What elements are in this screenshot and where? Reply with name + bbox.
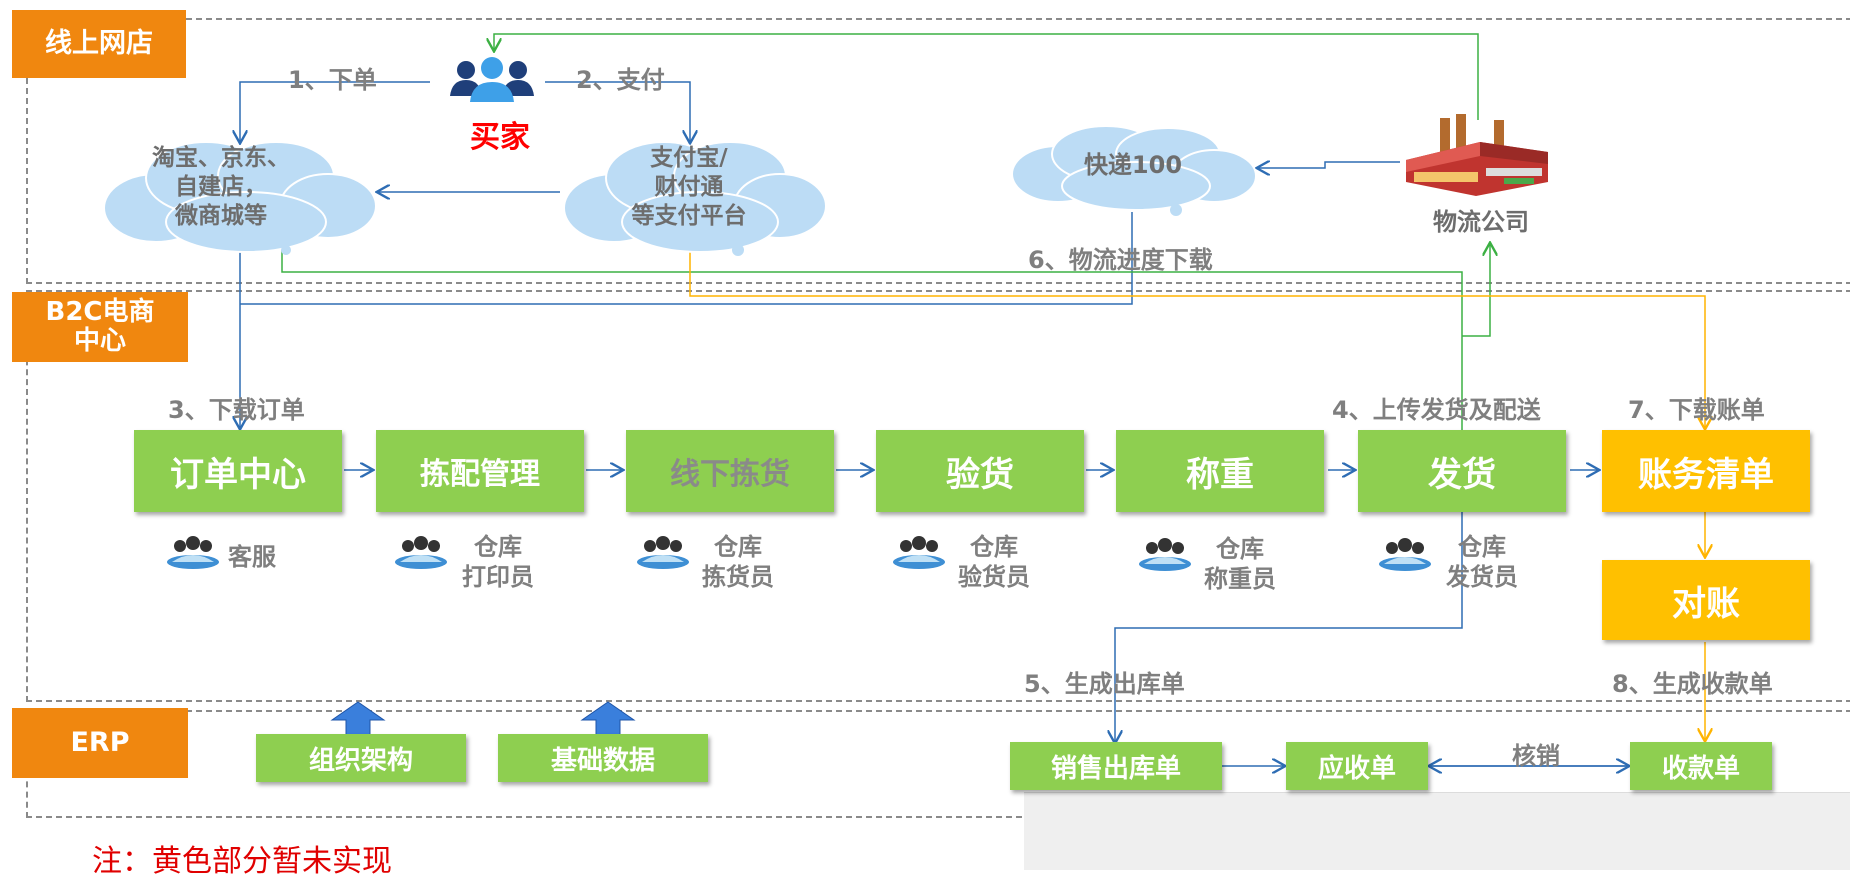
erp-box-org-structure: 组织架构 [256, 734, 466, 782]
b2c-center-zone [26, 290, 1850, 702]
buyer-icon [444, 52, 540, 110]
people-icon [1378, 536, 1432, 572]
people-icon [394, 534, 448, 570]
role-label-picker: 仓库 拣货员 [702, 533, 774, 591]
role-label-inspector: 仓库 验货员 [958, 533, 1030, 591]
finance-box-reconcile: 对账 [1602, 560, 1810, 640]
role-label-printer: 仓库 打印员 [462, 533, 534, 591]
up-arrow-icon [330, 700, 386, 737]
process-box-order-center: 订单中心 [134, 430, 342, 512]
erp-box-basic-data: 基础数据 [498, 734, 708, 782]
grey-panel [1024, 792, 1850, 870]
role-label-shipper: 仓库 发货员 [1446, 533, 1518, 591]
buyer-label: 买家 [470, 120, 530, 155]
step-7-label: 7、下载账单 [1628, 396, 1765, 424]
pay-cloud-text: 支付宝/ 财付通 等支付平台 [631, 145, 747, 229]
note-text: 注：黄色部分暂未实现 [92, 844, 392, 879]
shops-cloud-text: 淘宝、京东、 自建店， 微商城等 [152, 145, 290, 229]
process-box-inspection: 验货 [876, 430, 1084, 512]
step-8-label: 8、生成收款单 [1612, 670, 1773, 698]
logistics-label: 物流公司 [1433, 208, 1529, 236]
b2c-center-tag: B2C电商 中心 [12, 292, 188, 362]
people-icon [1138, 536, 1192, 572]
factory-icon [1400, 112, 1552, 202]
verify-label: 核销 [1512, 742, 1560, 770]
express-cloud [1008, 120, 1258, 220]
step-4-label: 4、上传发货及配送 [1332, 396, 1541, 424]
step-2-label: 2、支付 [576, 66, 665, 94]
erp-box-sales-outbound: 销售出库单 [1010, 742, 1222, 790]
process-box-picking-management: 拣配管理 [376, 430, 584, 512]
process-box-offline-picking: 线下拣货 [626, 430, 834, 512]
step-5-label: 5、生成出库单 [1024, 670, 1185, 698]
up-arrow-icon [580, 700, 636, 737]
erp-box-receipt: 收款单 [1630, 742, 1772, 790]
erp-tag: ERP [12, 708, 188, 778]
people-icon [166, 534, 220, 570]
online-store-tag: 线上网店 [12, 10, 186, 78]
process-box-shipping: 发货 [1358, 430, 1566, 512]
role-label-weigher: 仓库 称重员 [1204, 535, 1276, 593]
role-label-customer-service: 客服 [228, 543, 276, 571]
step-1-label: 1、下单 [288, 66, 377, 94]
online-store-zone [26, 18, 1850, 284]
pay-cloud [558, 134, 828, 258]
shops-cloud [96, 134, 380, 258]
erp-box-receivable: 应收单 [1286, 742, 1428, 790]
express-cloud-text: 快递100 [1083, 151, 1183, 179]
step-6-label: 6、物流进度下载 [1028, 246, 1213, 274]
people-icon [892, 534, 946, 570]
people-icon [636, 534, 690, 570]
step-3-label: 3、下载订单 [168, 396, 305, 424]
process-box-weighing: 称重 [1116, 430, 1324, 512]
finance-box-bill: 账务清单 [1602, 430, 1810, 512]
